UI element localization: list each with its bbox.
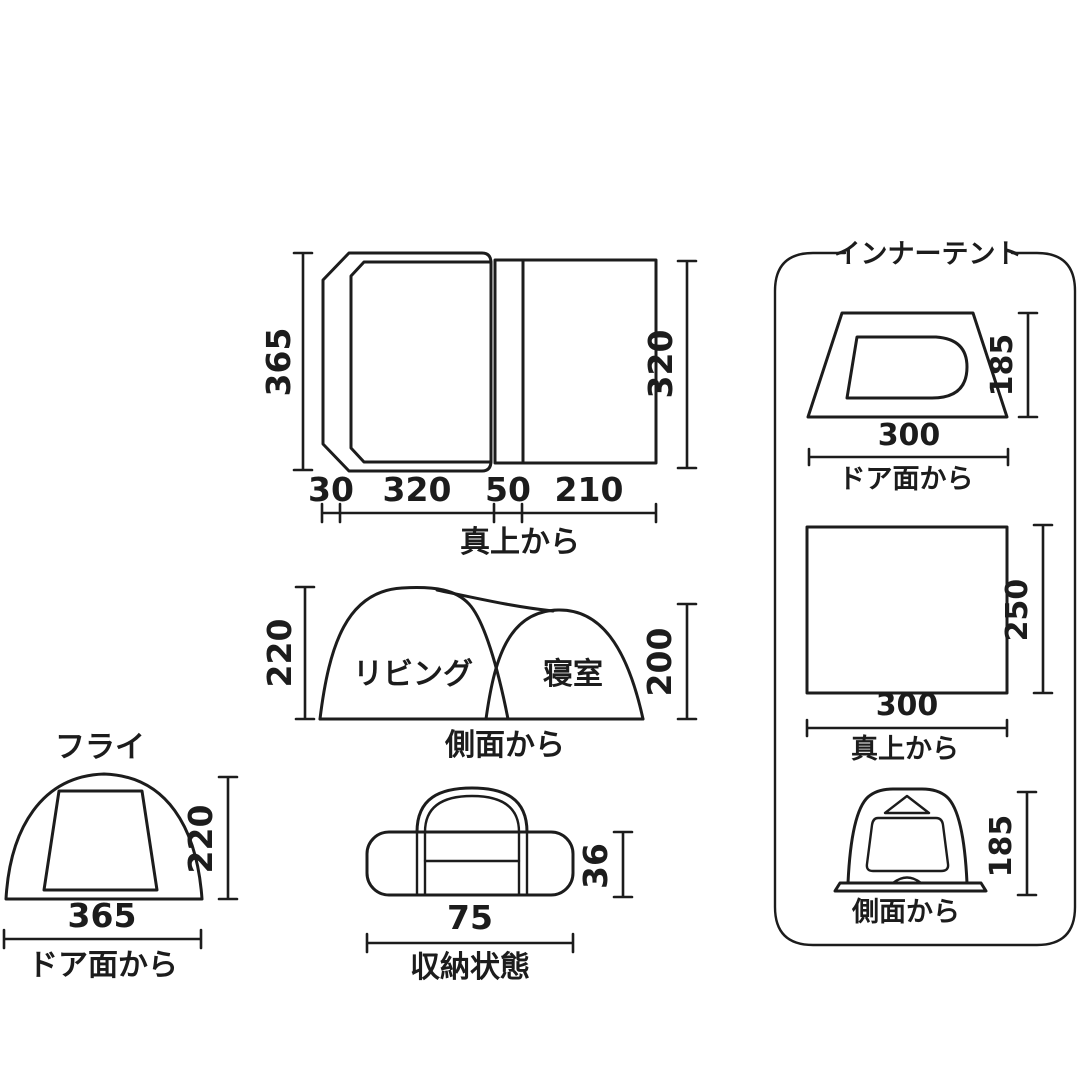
- inner-panel-border: [773, 251, 1077, 947]
- bag-handle-outer: [415, 786, 529, 834]
- fly-group: フライ 220 365 ドア面から: [2, 730, 239, 983]
- topview-right-room-rect: [493, 258, 658, 465]
- bag-bottom-dim-line: [365, 932, 575, 954]
- inner-sideview-door: [865, 816, 950, 873]
- topview-w1-label: 30: [308, 470, 354, 509]
- inner-sideview-base-band: [833, 881, 988, 893]
- sideview-right-dim-label: 200: [640, 628, 679, 697]
- bag-caption: 収納状態: [410, 950, 530, 985]
- fly-dome-outline: [4, 772, 204, 901]
- inner-doorview-caption: ドア面から: [839, 464, 974, 495]
- inner-sideview-vent-triangle: [883, 794, 931, 815]
- sideview-living-label: リビング: [353, 657, 473, 692]
- topview-w2-label: 320: [383, 470, 452, 509]
- fly-bottom-dim-line: [2, 928, 203, 950]
- fly-right-dim-line: [217, 775, 239, 901]
- inner-topview-caption: 真上から: [851, 734, 959, 765]
- topview-left-dim-label: 365: [259, 328, 298, 397]
- sideview-caption: 側面から: [444, 728, 565, 763]
- inner-topview-dim-line: [1032, 523, 1054, 695]
- bag-right-dim-line: [612, 830, 634, 899]
- sideview-left-dim-label: 220: [260, 619, 299, 688]
- topview-fly-outline: [321, 251, 493, 473]
- inner-tent-panel: インナーテント 185 300 ドア面から 250 300 真上から: [773, 239, 1077, 947]
- bag-bottom-dim-label: 75: [447, 898, 493, 937]
- inner-topview-bottom-dim-line: [805, 718, 1009, 738]
- topview-caption: 真上から: [460, 525, 580, 560]
- sideview-ridge-line: [435, 588, 555, 613]
- topview-right-dim-label: 320: [641, 330, 680, 399]
- bag-handle-inner: [423, 794, 521, 834]
- topview-right-dim-line: [676, 259, 698, 470]
- topview-group: 365 320 30 320 50 210 真上から: [259, 251, 698, 560]
- sideview-left-dim-line: [294, 585, 316, 721]
- sideview-bedroom-dome: [484, 608, 645, 721]
- inner-sideview-body: [846, 787, 969, 885]
- sideview-right-dim-line: [676, 602, 698, 721]
- inner-topview-group: 250 300 真上から: [805, 523, 1054, 765]
- inner-doorview-door: [845, 335, 969, 400]
- bag-right-dim-label: 36: [576, 843, 615, 889]
- inner-sideview-group: 185 側面から: [833, 787, 1038, 928]
- inner-doorview-group: 185 300 ドア面から: [806, 311, 1039, 495]
- inner-topview-bottom-dim-label: 300: [876, 688, 939, 723]
- topview-bottom-dim-line: [320, 502, 658, 524]
- inner-sideview-dim-line: [1016, 790, 1038, 897]
- topview-room-outline: [349, 260, 493, 464]
- inner-topview-dim-label: 250: [1000, 579, 1035, 642]
- sideview-bedroom-label: 寝室: [543, 657, 603, 692]
- topview-left-dim-line: [292, 251, 314, 472]
- fly-right-dim-label: 220: [181, 805, 220, 874]
- topview-w3-label: 50: [485, 470, 531, 509]
- inner-doorview-outline: [806, 311, 1009, 419]
- sideview-living-dome: [318, 586, 510, 721]
- inner-panel-title: インナーテント: [834, 239, 1023, 270]
- inner-sideview-dim-label: 185: [984, 815, 1019, 878]
- inner-sideview-caption: 側面から: [851, 897, 960, 928]
- inner-doorview-dim-label: 185: [985, 334, 1020, 397]
- inner-doorview-dim-line: [1017, 311, 1039, 419]
- bag-straps: [415, 830, 529, 896]
- inner-topview-rect: [805, 525, 1009, 695]
- fly-caption: ドア面から: [28, 948, 178, 983]
- inner-doorview-bottom-dim-label: 300: [878, 418, 941, 453]
- fly-title: フライ: [55, 730, 145, 765]
- fly-bottom-dim-label: 365: [68, 896, 137, 935]
- sideview-group: リビング 寝室 220 200 側面から: [260, 585, 698, 763]
- inner-doorview-bottom-dim-line: [807, 447, 1010, 467]
- fly-door-outline: [42, 789, 159, 892]
- bag-body: [365, 830, 575, 897]
- bag-group: 36 75 収納状態: [365, 786, 634, 985]
- inner-sideview-peg-loop: [891, 876, 923, 885]
- topview-w4-label: 210: [555, 470, 624, 509]
